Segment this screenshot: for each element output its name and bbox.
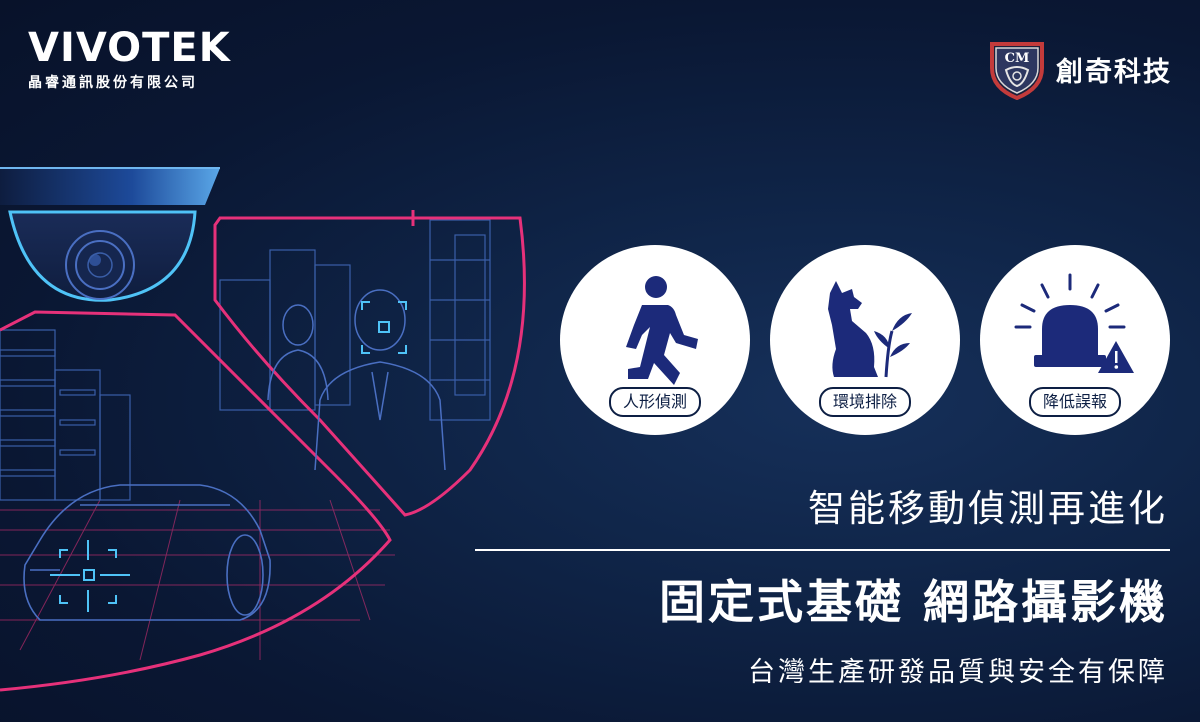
- car-outline: [23, 484, 271, 621]
- people-figures: [267, 289, 446, 471]
- brand-subtitle: 晶睿通訊股份有限公司: [28, 75, 198, 91]
- brand-name: VIVOTEK: [28, 25, 231, 71]
- viewfinder-frame: [0, 210, 526, 692]
- feature-false-alarm-reduction: 降低誤報: [980, 245, 1170, 435]
- feature-label: 人形偵測: [608, 387, 702, 417]
- walking-person-icon: [626, 276, 698, 385]
- partner-logo: CM 創奇科技: [988, 38, 1172, 100]
- feature-label: 降低誤報: [1028, 387, 1122, 417]
- emblem-text: CM: [1005, 51, 1030, 66]
- partner-shield-emblem-icon: CM: [990, 42, 1044, 100]
- dog-plant-icon: [828, 281, 912, 378]
- tagline: 智能移動偵測再進化: [808, 487, 1168, 530]
- dome-camera-icon: [0, 167, 220, 302]
- alarm-siren-warning-icon: [1014, 273, 1134, 373]
- perspective-floor-grid: [0, 499, 395, 661]
- partner-name: 創奇科技: [1056, 56, 1172, 88]
- city-buildings: [0, 219, 491, 501]
- feature-label: 環境排除: [818, 387, 912, 417]
- product-title: 固定式基礎 網路攝影機: [658, 575, 1168, 629]
- feature-environment-exclusion: 環境排除: [770, 245, 960, 435]
- surveillance-illustration: [0, 167, 526, 692]
- face-detection-box: [361, 301, 407, 354]
- subtitle: 台灣生產研發品質與安全有保障: [748, 657, 1168, 688]
- feature-human-detection: 人形偵測: [560, 245, 750, 435]
- divider: [475, 549, 1170, 551]
- car-detection-box: [50, 540, 130, 612]
- vivotek-logo: VIVOTEK 晶睿通訊股份有限公司: [28, 26, 231, 92]
